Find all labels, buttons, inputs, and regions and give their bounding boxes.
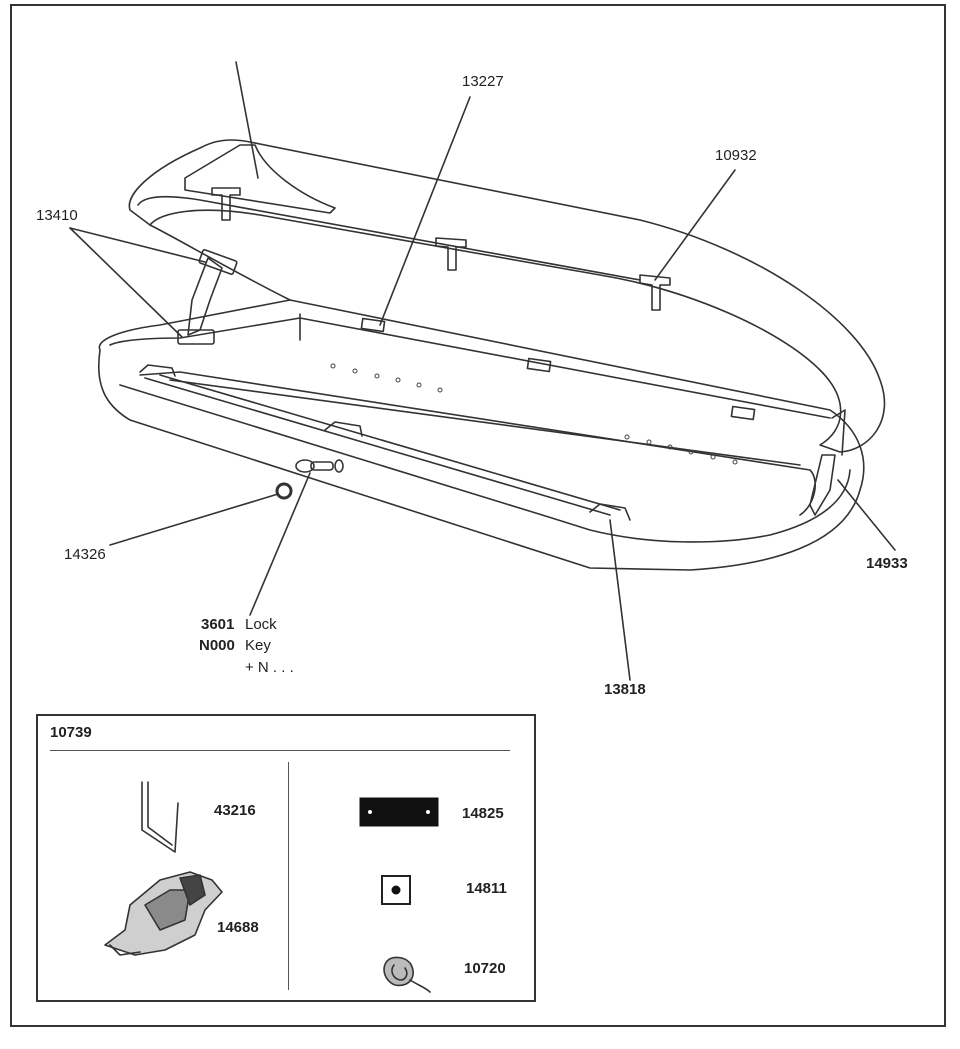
kit-item-43216: 43216	[214, 802, 256, 819]
kit-divider-horizontal	[50, 750, 510, 751]
key-label: Key	[245, 637, 271, 654]
leader-13227	[379, 96, 471, 326]
leader-13818	[609, 519, 631, 681]
leader-10932	[654, 169, 736, 281]
label-14933: 14933	[866, 555, 908, 572]
lock-code: 3601	[201, 616, 235, 633]
rail-front-2	[159, 374, 621, 511]
kit-item-14811: 14811	[466, 880, 507, 897]
label-13818: 13818	[604, 681, 646, 698]
leader-14326	[109, 493, 279, 546]
kit-item-10720: 10720	[464, 960, 506, 977]
base-shell	[98, 299, 865, 571]
leader-13410-a	[69, 227, 206, 263]
u-bolt	[141, 781, 179, 853]
label-14326: 14326	[64, 546, 106, 563]
kit-box	[36, 714, 536, 1002]
base-rim-inner	[139, 371, 816, 516]
leader-lock	[249, 472, 311, 616]
diagram-frame	[10, 4, 946, 1027]
more-parts-label: + N . . .	[245, 659, 294, 676]
leader-13410-b	[69, 227, 183, 338]
base-rim-front	[119, 384, 851, 543]
label-13410: 13410	[36, 207, 78, 224]
lid-shell	[128, 139, 886, 453]
kit-id: 10739	[50, 724, 92, 741]
kit-item-14688: 14688	[217, 919, 259, 936]
lock-label: Lock	[245, 616, 277, 633]
leader-14933	[837, 479, 896, 551]
leader-top	[235, 61, 259, 179]
label-10932: 10932	[715, 147, 757, 164]
base-rim-top	[109, 317, 831, 419]
lid-panel	[184, 144, 336, 214]
base-floor-line	[169, 379, 801, 466]
kit-divider-vertical	[288, 762, 289, 990]
strap-coil	[383, 956, 414, 987]
pad-shape	[359, 797, 439, 827]
rail-front	[144, 377, 611, 516]
key-code: N000	[199, 637, 235, 654]
label-13227: 13227	[462, 73, 504, 90]
lid-rim	[137, 195, 641, 281]
kit-item-14825: 14825	[462, 805, 504, 822]
lid-inner-edge	[149, 224, 291, 301]
